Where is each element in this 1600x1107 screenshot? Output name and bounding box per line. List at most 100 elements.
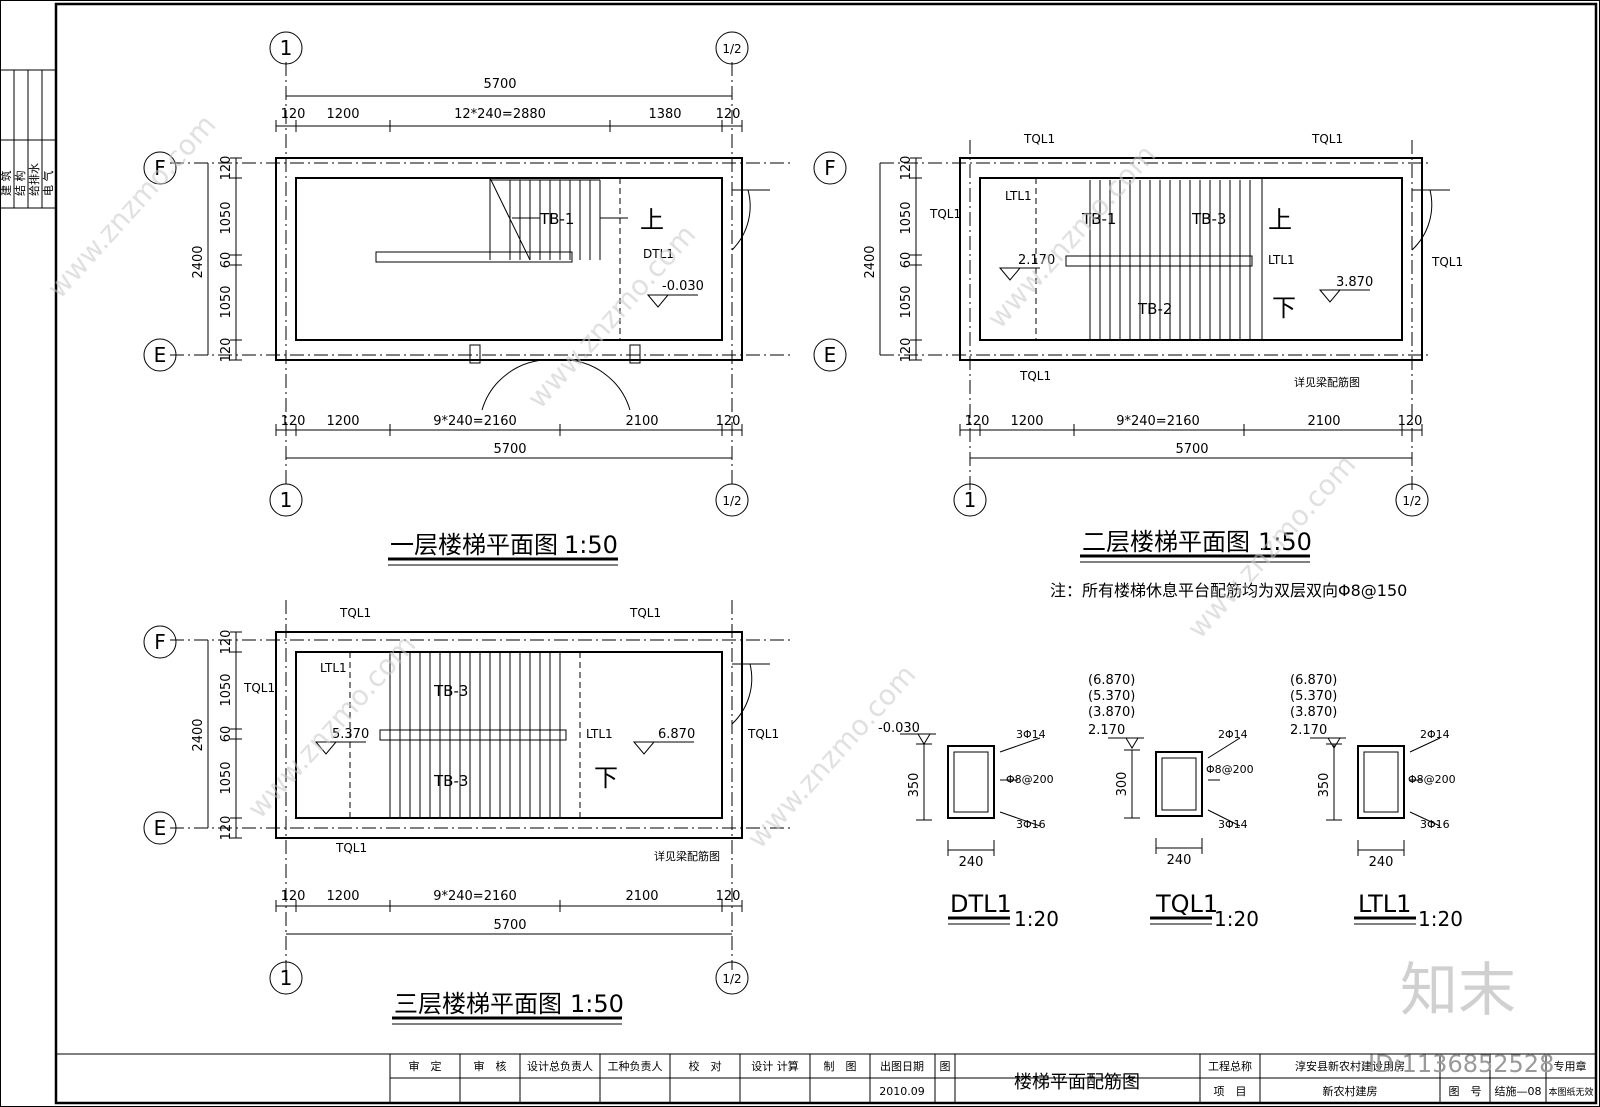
plan1-tb1: TB-1 bbox=[539, 210, 574, 228]
plan2-down: 下 bbox=[1272, 294, 1296, 322]
plan2-level1: 2.170 bbox=[1018, 253, 1055, 268]
plan3-tql1-c: TQL1 bbox=[243, 681, 275, 695]
ltl1-level-0: (6.870) bbox=[1290, 673, 1337, 688]
tql1-name: TQL1 bbox=[1155, 890, 1218, 918]
tb-drawing-name: 楼梯平面配筋图 bbox=[1014, 1072, 1140, 1093]
plan3-bot-total: 5700 bbox=[493, 918, 526, 933]
watermark-site-5: www.znzmo.com bbox=[741, 658, 923, 855]
plan2-detail: 详见梁配筋图 bbox=[1294, 375, 1360, 389]
tb-tu: 图 bbox=[940, 1060, 951, 1073]
plan-1 bbox=[143, 31, 790, 566]
plan2-axis-f: F bbox=[824, 156, 836, 180]
plan2-bot-total: 5700 bbox=[1175, 442, 1208, 457]
plan2-tql1-d: TQL1 bbox=[1431, 255, 1463, 269]
plan-note: 注：所有楼梯休息平台配筋均为双层双向Φ8@150 bbox=[1050, 581, 1407, 600]
plan3-tql1-a: TQL1 bbox=[339, 606, 371, 620]
tql1-level-0: (6.870) bbox=[1088, 673, 1135, 688]
plan2-scale: 1:50 bbox=[1258, 528, 1312, 556]
plan1-bot-p3: 2100 bbox=[625, 414, 658, 429]
plan2-tql1-c: TQL1 bbox=[929, 207, 961, 221]
plan2-side-p3: 1050 bbox=[899, 285, 914, 318]
plan1-top-p2: 12*240=2880 bbox=[454, 107, 546, 122]
tb-draw: 制 图 bbox=[824, 1060, 857, 1073]
discipline-elec: 电 气 bbox=[41, 171, 55, 197]
plan2-side-p2: 60 bbox=[899, 252, 914, 269]
plan3-axis-e: E bbox=[154, 816, 167, 840]
plan2-bot-p1: 1200 bbox=[1010, 414, 1043, 429]
tb-proj-total: 淳安县新农村建设用房 bbox=[1295, 1059, 1405, 1073]
dtl1-h: 350 bbox=[907, 773, 922, 798]
tb-no: 结施—08 bbox=[1495, 1085, 1542, 1098]
plan2-axis-1-bot: 1 bbox=[964, 488, 977, 512]
ltl1-name: LTL1 bbox=[1358, 890, 1411, 918]
watermark-id: ID:1136852528 bbox=[1368, 1050, 1554, 1078]
plan3-tql1-b: TQL1 bbox=[629, 606, 661, 620]
plan1-top-p3: 1380 bbox=[648, 107, 681, 122]
plan3-tb3-b: TB-3 bbox=[433, 772, 468, 790]
plan2-title: 二层楼梯平面图 bbox=[1082, 528, 1250, 556]
plan2-side-p0: 120 bbox=[899, 156, 914, 181]
watermark-site-3: www.znzmo.com bbox=[981, 138, 1163, 335]
plan-1-labels: 5700 120 1200 12*240=2880 1380 120 120 1… bbox=[154, 36, 742, 559]
beam-sections bbox=[900, 733, 1441, 925]
tql1-w: 240 bbox=[1167, 853, 1192, 868]
plan-2 bbox=[813, 140, 1450, 563]
plan3-axis-1-bot: 1 bbox=[280, 966, 293, 990]
plan2-up: 上 bbox=[1268, 206, 1292, 234]
tb-review: 审 核 bbox=[474, 1059, 507, 1073]
tql1-bot: 3Φ14 bbox=[1218, 818, 1248, 831]
plan3-bot-p3: 2100 bbox=[625, 889, 658, 904]
discipline-labels: 建 筑 结 构 给排水 电 气 bbox=[0, 163, 55, 196]
plan2-side-p4: 120 bbox=[899, 338, 914, 363]
watermark-site-4: www.znzmo.com bbox=[241, 628, 423, 825]
title-block-labels: 审 定 审 核 设计总负责人 工种负责人 校 对 设计 计算 制 图 出图日期 … bbox=[409, 1059, 1594, 1098]
dtl1-bot: 3Φ16 bbox=[1016, 818, 1046, 831]
plan3-bot-p1: 1200 bbox=[326, 889, 359, 904]
plan1-level: -0.030 bbox=[662, 279, 704, 294]
plan-3 bbox=[143, 600, 790, 1025]
tb-approve: 审 定 bbox=[409, 1059, 442, 1073]
plan1-title: 一层楼梯平面图 bbox=[390, 531, 558, 559]
plan3-axis-f: F bbox=[154, 630, 166, 654]
dtl1-stir: Φ8@200 bbox=[1006, 773, 1054, 786]
plan1-dtl1: DTL1 bbox=[643, 247, 674, 261]
tql1-level-2: (3.870) bbox=[1088, 705, 1135, 720]
plan2-tb3: TB-3 bbox=[1191, 210, 1226, 228]
plan2-bot-p0: 120 bbox=[965, 414, 990, 429]
plan2-side-p1: 1050 bbox=[899, 201, 914, 234]
plan3-side-p3: 1050 bbox=[219, 761, 234, 794]
plan3-scale: 1:50 bbox=[570, 990, 624, 1018]
ltl1-h: 350 bbox=[1317, 773, 1332, 798]
plan3-side-p4: 120 bbox=[219, 816, 234, 841]
plan1-bot-p1: 1200 bbox=[326, 414, 359, 429]
plan2-ltl1-a: LTL1 bbox=[1005, 189, 1032, 203]
plan2-tb2: TB-2 bbox=[1137, 300, 1172, 318]
plan3-down: 下 bbox=[594, 764, 618, 792]
plan-2-labels: 120 1200 9*240=2160 2100 120 5700 2400 1… bbox=[824, 132, 1463, 600]
plan2-axis-2-bot: 1/2 bbox=[1402, 494, 1421, 508]
plan1-bot-p2: 9*240=2160 bbox=[433, 414, 517, 429]
plan2-bot-p3: 2100 bbox=[1307, 414, 1340, 429]
plan1-bot-p4: 120 bbox=[716, 414, 741, 429]
plan1-bot-total: 5700 bbox=[493, 442, 526, 457]
plan2-bot-p4: 120 bbox=[1398, 414, 1423, 429]
plan1-top-p1: 1200 bbox=[326, 107, 359, 122]
tb-date: 2010.09 bbox=[879, 1085, 925, 1098]
discipline-plumb: 给排水 bbox=[27, 163, 41, 196]
watermark-site-2: www.znzmo.com bbox=[521, 218, 703, 415]
tb-item: 新农村建房 bbox=[1323, 1084, 1378, 1098]
ltl1-bot: 3Φ16 bbox=[1420, 818, 1450, 831]
tql1-scale: 1:20 bbox=[1214, 907, 1259, 931]
beam-section-labels: -0.030 3Φ14 Φ8@200 3Φ16 350 240 DTL1 1:2… bbox=[878, 673, 1463, 931]
plan2-tql1-e: TQL1 bbox=[1019, 369, 1051, 383]
plan1-scale: 1:50 bbox=[564, 531, 618, 559]
plan2-tb1: TB-1 bbox=[1081, 210, 1116, 228]
plan2-level2: 3.870 bbox=[1336, 275, 1373, 290]
ltl1-level-1: (5.370) bbox=[1290, 689, 1337, 704]
discipline-arch: 建 筑 bbox=[0, 171, 13, 197]
tb-design: 设计 计算 bbox=[751, 1059, 799, 1073]
plan3-axis-2-bot: 1/2 bbox=[722, 972, 741, 986]
tb-stamp: 专用章 bbox=[1554, 1059, 1587, 1073]
plan2-tql1-a: TQL1 bbox=[1023, 132, 1055, 146]
plan1-side-p0: 120 bbox=[219, 156, 234, 181]
